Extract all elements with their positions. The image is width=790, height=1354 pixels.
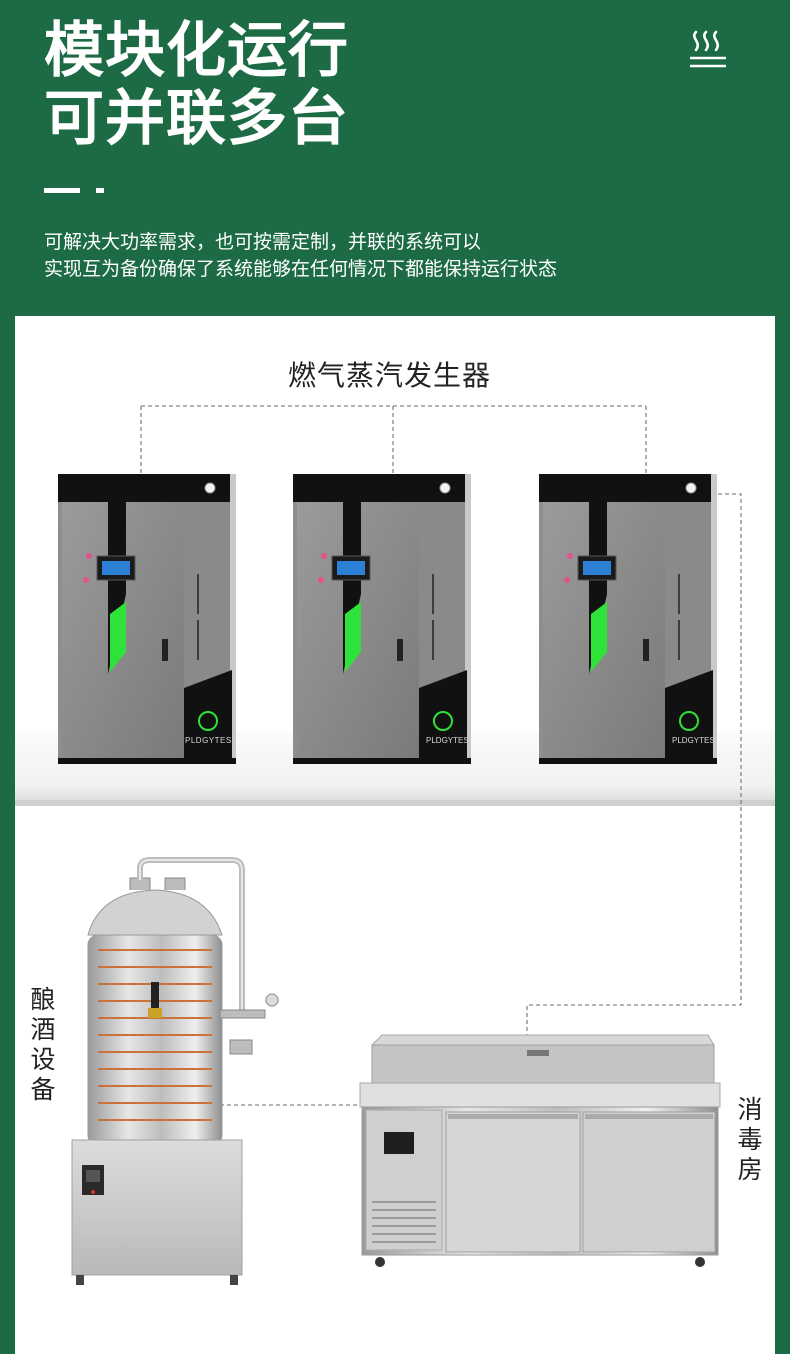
steam-generator-1: [58, 474, 236, 764]
generator-brand-3: PLDGYTES: [672, 736, 715, 745]
brewing-equipment-label: 酿酒设备: [30, 985, 56, 1104]
divider-dot: [96, 188, 104, 193]
title-line-1: 模块化运行: [44, 16, 349, 86]
steam-pipe-lines: [140, 405, 742, 1106]
description-line-1: 可解决大功率需求，也可按需定制，并联的系统可以: [44, 231, 482, 253]
description-line-2: 实现互为备份确保了系统能够在任何情况下都能保持运行状态: [44, 258, 558, 280]
generator-label: 燃气蒸汽发生器: [288, 359, 492, 392]
steam-heat-icon: [690, 30, 726, 68]
steam-generator-2: [293, 474, 471, 764]
generator-brand-1: PLDGYTES: [185, 736, 232, 745]
brewing-equipment: [71, 857, 279, 1285]
sterilization-room-label: 消毒房: [737, 1095, 763, 1184]
steam-generator-3: [539, 474, 717, 764]
divider-dash: [44, 188, 80, 193]
sterilization-counter: [359, 1034, 721, 1267]
header-banner: [0, 0, 790, 316]
title-line-2: 可并联多台: [44, 84, 349, 154]
generator-brand-2: PLDGYTES: [426, 736, 469, 745]
